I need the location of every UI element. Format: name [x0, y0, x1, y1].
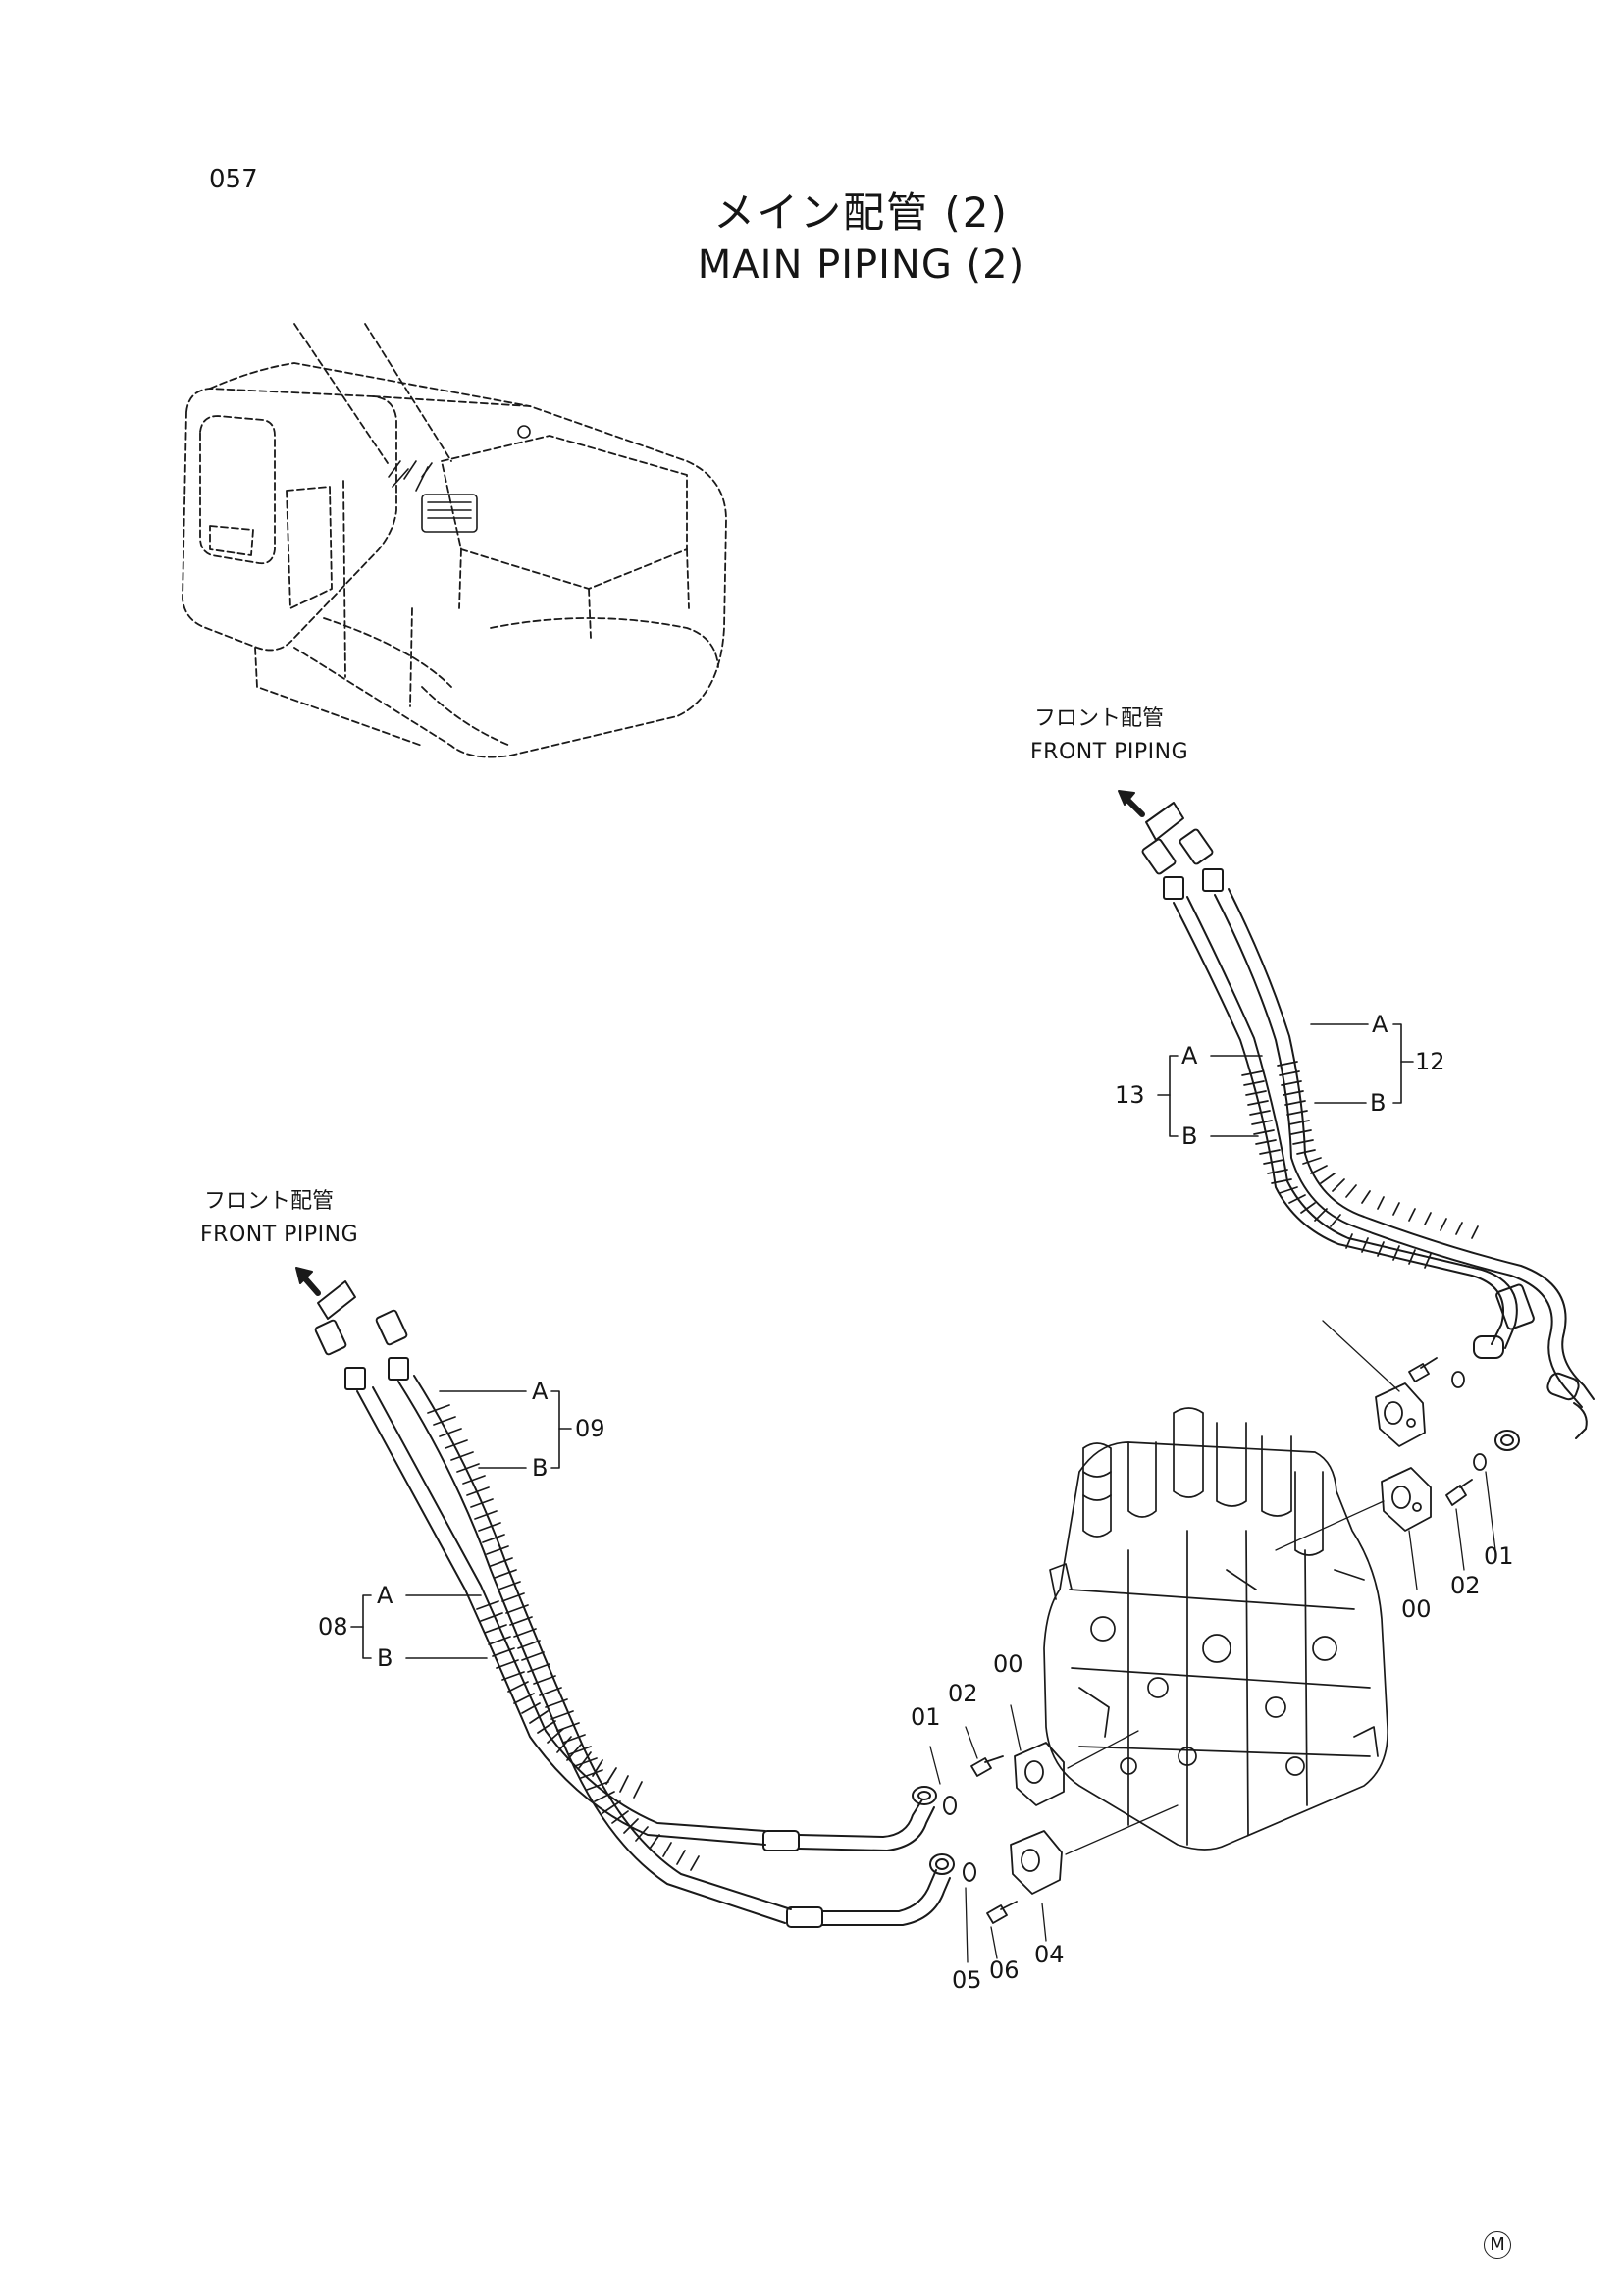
hose-13-end-a-label: A: [1181, 1042, 1198, 1069]
excavator-inset-illustration: [182, 323, 727, 758]
hose-08-end-b-label: B: [377, 1644, 393, 1672]
callout-brackets: [350, 1023, 1414, 1659]
page-title-japanese: メイン配管 (2): [713, 188, 1009, 236]
hose-09-end-b-label: B: [532, 1454, 549, 1482]
callout-lower-06: 06: [989, 1956, 1020, 1984]
callout-lower-04: 04: [1034, 1941, 1065, 1968]
callout-09: 09: [575, 1415, 605, 1442]
corner-mark: M: [1484, 2231, 1511, 2259]
hose-08-end-a-label: A: [377, 1582, 393, 1609]
callout-lower-05: 05: [952, 1966, 982, 1994]
front-piping-label-lower-jp: フロント配管: [204, 1189, 335, 1214]
hose-13-end-b-label: B: [1181, 1122, 1198, 1150]
front-piping-label-upper-en: FRONT PIPING: [1030, 740, 1189, 764]
hose-09-end-a-label: A: [532, 1378, 549, 1405]
callout-upper-01: 01: [1484, 1542, 1514, 1570]
upper-hose-assembly: [1118, 790, 1595, 1590]
page-number: 057: [209, 165, 258, 194]
callout-12: 12: [1415, 1048, 1445, 1075]
front-piping-label-lower-en: FRONT PIPING: [200, 1223, 359, 1247]
callout-08: 08: [318, 1613, 348, 1641]
callout-lower-01: 01: [911, 1703, 941, 1731]
callout-upper-00: 00: [1401, 1595, 1432, 1623]
callout-upper-02: 02: [1450, 1572, 1481, 1599]
lower-hose-assembly: [295, 1267, 1179, 1963]
control-valve-body: [1043, 1407, 1388, 1851]
hose-12-end-b-label: B: [1370, 1089, 1387, 1117]
callout-lower-02: 02: [948, 1680, 978, 1707]
callout-13: 13: [1115, 1081, 1145, 1109]
callout-lower-00: 00: [993, 1650, 1023, 1678]
hose-12-end-a-label: A: [1372, 1011, 1388, 1038]
front-piping-label-upper-jp: フロント配管: [1034, 706, 1165, 731]
page-title-english: MAIN PIPING (2): [697, 242, 1025, 287]
